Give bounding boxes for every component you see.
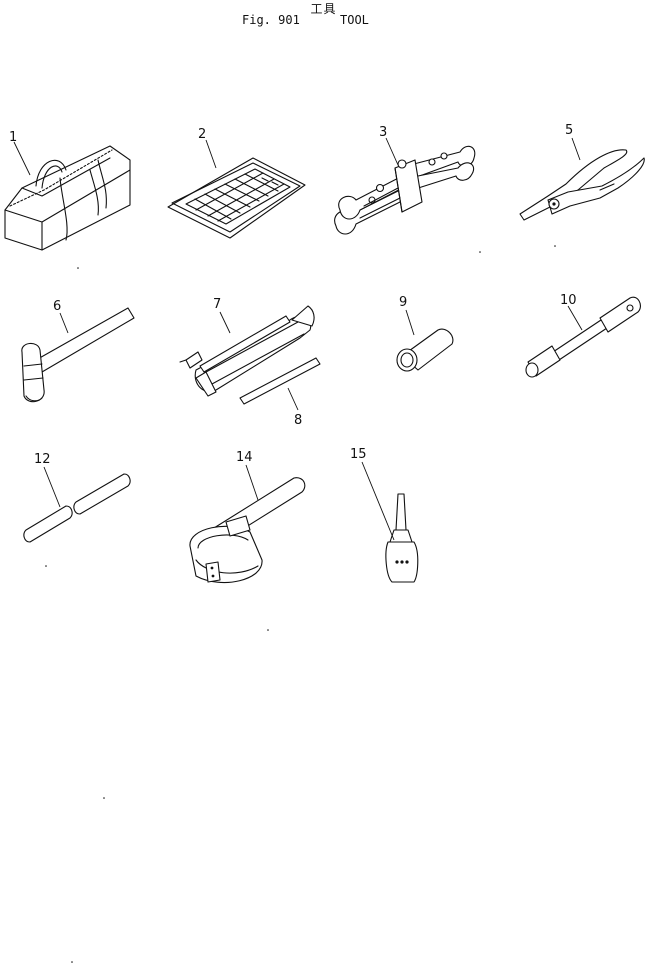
- pliers-icon: [519, 149, 645, 221]
- page-title: TOOL: [340, 13, 369, 27]
- figure-number: Fig. 901: [242, 13, 300, 27]
- part-number-10: 10: [560, 293, 577, 308]
- part-number-2: 2: [198, 127, 206, 142]
- part-number-5: 5: [565, 123, 573, 138]
- part-number-6: 6: [53, 299, 61, 314]
- part-number-14: 14: [236, 450, 253, 465]
- part-number-9: 9: [399, 295, 407, 310]
- part-number-3: 3: [379, 125, 387, 140]
- part-number-1: 1: [9, 130, 17, 145]
- part-number-7: 7: [213, 297, 221, 312]
- wrench-set-icon: [334, 145, 476, 235]
- socket-wrench-icon: [525, 296, 641, 378]
- tool-bag-icon: [4, 145, 131, 251]
- grease-gun-icon: [179, 305, 315, 397]
- socket-icon: [396, 328, 454, 372]
- page-title-japanese: 工具: [310, 2, 337, 16]
- bar-icon: [23, 473, 131, 543]
- part-number-8: 8: [294, 413, 302, 428]
- filter-wrench-icon: [189, 477, 306, 584]
- nozzle-pipe-icon: [239, 357, 321, 405]
- part-number-12: 12: [34, 452, 51, 467]
- oil-can-icon: [385, 493, 419, 583]
- hammer-icon: [21, 307, 135, 403]
- part-number-15: 15: [350, 447, 367, 462]
- manual-book-icon: [167, 157, 306, 239]
